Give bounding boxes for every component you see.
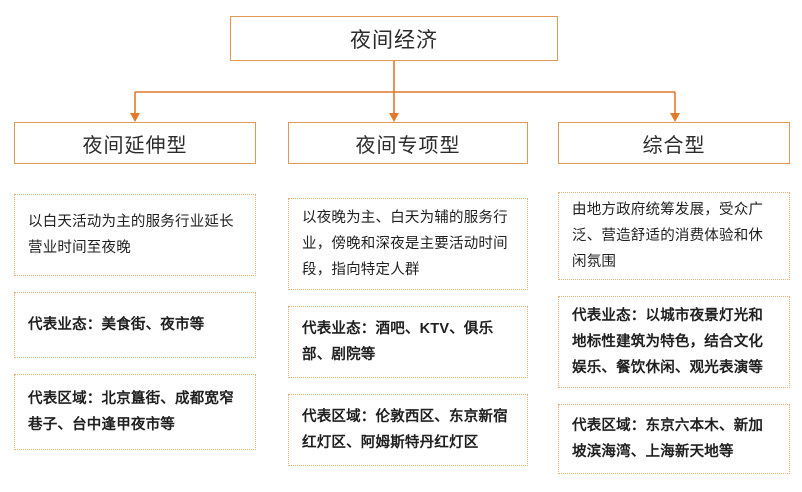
branch-cell-text: 代表业态：酒吧、KTV、俱乐部、剧院等	[302, 321, 494, 363]
branch-cell-regions[interactable]: 代表区域：伦敦西区、东京新宿红灯区、阿姆斯特丹红灯区	[288, 394, 528, 466]
branch-cell-text: 代表区域：伦敦西区、东京新宿红灯区、阿姆斯特丹红灯区	[302, 409, 508, 451]
branch-header-1[interactable]: 夜间延伸型	[14, 122, 256, 164]
branch-header-3[interactable]: 综合型	[558, 122, 790, 164]
root-node[interactable]: 夜间经济	[230, 16, 558, 61]
branch-header-label-2: 夜间专项型	[355, 134, 461, 157]
branch-header-2[interactable]: 夜间专项型	[288, 122, 528, 164]
branch-column-1: 夜间延伸型 以白天活动为主的服务行业延长营业时间至夜晚 代表业态：美食街、夜市等…	[14, 122, 256, 450]
connector-arrowheads	[130, 113, 680, 122]
branch-cell-text: 代表区域：东京六本木、新加坡滨海湾、上海新天地等	[572, 418, 764, 460]
branch-cell-text: 代表业态：以城市夜景灯光和地标性建筑为特色，结合文化娱乐、餐饮休闲、观光表演等	[572, 308, 764, 376]
branch-cells-2: 以夜晚为主、白天为辅的服务行业，傍晚和深夜是主要活动时间段，指向特定人群 代表业…	[288, 198, 528, 482]
branch-cell-description[interactable]: 以夜晚为主、白天为辅的服务行业，傍晚和深夜是主要活动时间段，指向特定人群	[288, 198, 528, 290]
branch-cell-text: 代表业态：美食街、夜市等	[28, 317, 205, 333]
branch-column-3: 综合型 由地方政府统筹发展，受众广泛、营造舒适的消费体验和休闲氛围 代表业态：以…	[558, 122, 790, 474]
arrowhead-3	[670, 113, 680, 122]
branch-cell-description[interactable]: 由地方政府统筹发展，受众广泛、营造舒适的消费体验和休闲氛围	[558, 192, 790, 280]
branch-column-2: 夜间专项型 以夜晚为主、白天为辅的服务行业，傍晚和深夜是主要活动时间段，指向特定…	[288, 122, 528, 466]
branch-cell-formats[interactable]: 代表业态：以城市夜景灯光和地标性建筑为特色，结合文化娱乐、餐饮休闲、观光表演等	[558, 296, 790, 388]
branch-cell-text: 以白天活动为主的服务行业延长营业时间至夜晚	[28, 214, 234, 256]
branch-cell-description[interactable]: 以白天活动为主的服务行业延长营业时间至夜晚	[14, 194, 256, 276]
branch-cell-text: 以夜晚为主、白天为辅的服务行业，傍晚和深夜是主要活动时间段，指向特定人群	[302, 210, 508, 278]
branch-cell-regions[interactable]: 代表区域：北京簋街、成都宽窄巷子、台中逢甲夜市等	[14, 374, 256, 450]
root-node-label: 夜间经济	[350, 28, 438, 52]
arrowhead-2	[389, 113, 399, 122]
branch-header-label-3: 综合型	[642, 134, 706, 157]
branch-cell-regions[interactable]: 代表区域：东京六本木、新加坡滨海湾、上海新天地等	[558, 404, 790, 474]
branch-cell-text: 由地方政府统筹发展，受众广泛、营造舒适的消费体验和休闲氛围	[572, 202, 764, 270]
branch-cell-formats[interactable]: 代表业态：酒吧、KTV、俱乐部、剧院等	[288, 306, 528, 378]
branch-cells-3: 由地方政府统筹发展，受众广泛、营造舒适的消费体验和休闲氛围 代表业态：以城市夜景…	[558, 192, 790, 490]
branch-cells-1: 以白天活动为主的服务行业延长营业时间至夜晚 代表业态：美食街、夜市等 代表区域：…	[14, 194, 256, 466]
branch-cell-formats[interactable]: 代表业态：美食街、夜市等	[14, 292, 256, 358]
branch-cell-text: 代表区域：北京簋街、成都宽窄巷子、台中逢甲夜市等	[28, 391, 234, 433]
arrowhead-1	[130, 113, 140, 122]
branch-header-label-1: 夜间延伸型	[82, 134, 188, 157]
